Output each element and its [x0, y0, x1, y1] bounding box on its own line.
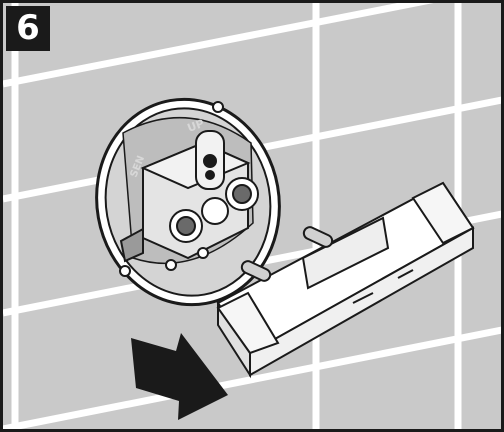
arrow-down-right-icon	[131, 333, 228, 420]
valve-up-label: UP	[186, 117, 206, 135]
illustration-scene: UP SEN	[3, 3, 501, 429]
plaster-guard	[216, 181, 475, 379]
valve-body	[119, 101, 259, 277]
step-number-badge: 6	[6, 6, 50, 51]
